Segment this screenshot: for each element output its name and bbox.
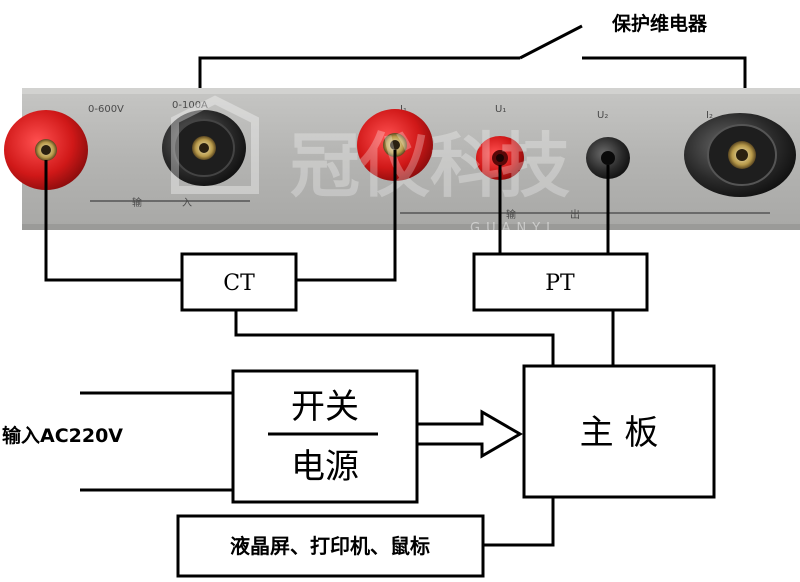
switching-power-supply-block: 开关 电源 xyxy=(231,369,419,504)
mainboard-block: 主 板 xyxy=(522,364,716,499)
ac-input-label: 输入AC220V xyxy=(2,424,123,447)
ct-label: CT xyxy=(223,271,255,296)
watermark-text: 冠仪科技 xyxy=(290,125,570,207)
mainboard-label: 主 板 xyxy=(580,413,659,453)
terminal-i1-label: I₁ xyxy=(400,104,407,115)
terminal-black-current-input xyxy=(162,110,246,186)
ct-block: CT xyxy=(180,252,298,312)
power-arrow xyxy=(415,409,523,459)
terminal-black-i2 xyxy=(684,113,796,197)
psu-label-top: 开关 xyxy=(291,387,359,427)
psu-label-bottom: 电源 xyxy=(291,447,359,487)
terminal-black-u2 xyxy=(586,137,630,179)
pt-block: PT xyxy=(472,252,649,312)
input-label-2: 入 xyxy=(182,198,192,209)
pt-label: PT xyxy=(545,271,575,296)
watermark-subtext: GUANYI xyxy=(470,221,556,236)
range-voltage-label: 0-600V xyxy=(88,104,124,115)
peripherals-block: 液晶屏、打印机、鼠标 xyxy=(176,514,485,578)
relay-title: 保护维电器 xyxy=(611,12,708,35)
input-label-1: 输 xyxy=(132,196,142,209)
terminal-i2-label: I₂ xyxy=(706,110,713,121)
terminal-red-voltage-input xyxy=(4,110,88,190)
terminal-red-u1 xyxy=(476,136,524,180)
wires xyxy=(44,150,615,547)
range-current-label: 0-100A xyxy=(172,100,208,111)
instrument-panel: 0-600V 0-100A 输 入 输 出 I₁ U₁ U₂ I₂ xyxy=(4,88,800,236)
output-label-1: 输 xyxy=(506,208,516,221)
terminal-red-i1 xyxy=(357,109,433,181)
output-label-2: 出 xyxy=(570,208,580,221)
terminal-u1-label: U₁ xyxy=(495,104,506,115)
terminal-u2-label: U₂ xyxy=(597,110,608,121)
peripherals-label: 液晶屏、打印机、鼠标 xyxy=(230,534,430,558)
watermark-logo: 冠仪科技 GUANYI xyxy=(171,95,570,236)
